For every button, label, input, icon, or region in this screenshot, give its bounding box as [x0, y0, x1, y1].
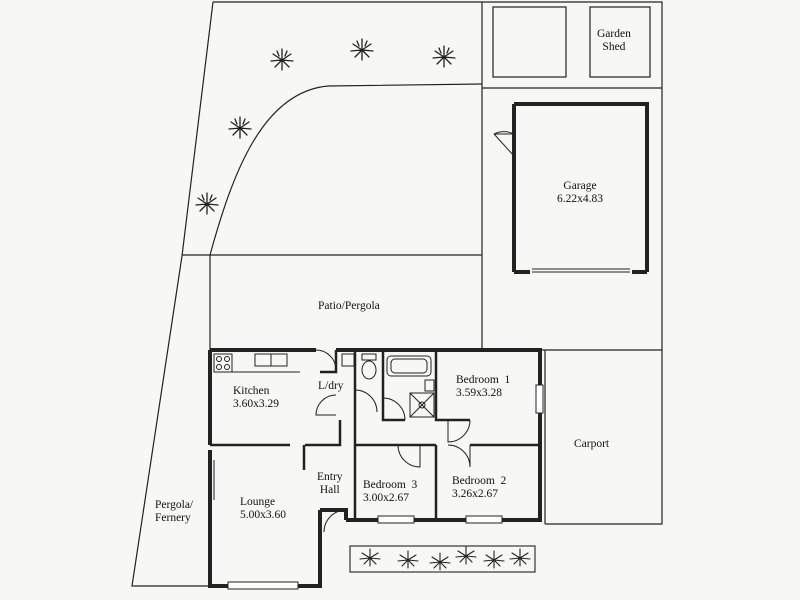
carport-label: Carport — [574, 438, 609, 451]
garden-shed-line1: Garden — [597, 28, 631, 40]
kitchen-dims: 3.60x3.29 — [233, 398, 279, 410]
laundry-label: L/dry — [318, 380, 344, 393]
planter-box — [492, 6, 567, 78]
garage-name: Garage — [563, 180, 597, 192]
patio-label: Patio/Pergola — [318, 300, 380, 313]
bedroom2-label: Bedroom 2 3.26x2.67 — [452, 475, 506, 501]
interior-walls — [210, 350, 540, 520]
kitchen-label: Kitchen 3.60x3.29 — [233, 385, 279, 411]
front-planter — [349, 545, 536, 573]
lot-boundary — [131, 1, 663, 587]
lounge-label: Lounge 5.00x3.60 — [240, 496, 286, 522]
garage-walls — [493, 102, 649, 274]
pergola-label: Pergola/ Fernery — [155, 499, 193, 525]
garage-label: Garage 6.22x4.83 — [548, 180, 612, 206]
bedroom3-name: Bedroom 3 — [363, 479, 418, 491]
lounge-name: Lounge — [240, 496, 276, 508]
pergola-line2: Fernery — [155, 512, 191, 524]
entry-line2: Hall — [319, 484, 340, 496]
doors — [210, 349, 471, 533]
kitchen-fixtures — [213, 353, 300, 373]
bedroom1-label: Bedroom 1 3.59x3.28 — [456, 374, 510, 400]
kitchen-name: Kitchen — [233, 385, 270, 397]
bathroom-fixtures — [341, 353, 435, 418]
entry-label: Entry Hall — [317, 471, 343, 497]
entry-line1: Entry — [317, 471, 343, 483]
bedroom2-dims: 3.26x2.67 — [452, 488, 498, 500]
pergola-line1: Pergola/ — [155, 499, 194, 511]
windows — [227, 384, 544, 590]
garage-dims: 6.22x4.83 — [557, 193, 603, 205]
bedroom1-dims: 3.59x3.28 — [456, 387, 502, 399]
garden-shed-label: Garden Shed — [597, 28, 631, 54]
garden-shed-line2: Shed — [602, 41, 626, 53]
bedroom1-name: Bedroom 1 — [456, 374, 511, 386]
patio-name: Patio/Pergola — [318, 300, 380, 312]
garden-shed-box — [589, 6, 651, 78]
bedroom3-dims: 3.00x2.67 — [363, 492, 409, 504]
laundry-name: L/dry — [318, 380, 344, 392]
bedroom3-label: Bedroom 3 3.00x2.67 — [363, 479, 417, 505]
carport-name: Carport — [574, 438, 610, 450]
lounge-dims: 5.00x3.60 — [240, 509, 286, 521]
bedroom2-name: Bedroom 2 — [452, 475, 507, 487]
lawn-edge — [209, 83, 483, 256]
plants — [195, 38, 456, 215]
